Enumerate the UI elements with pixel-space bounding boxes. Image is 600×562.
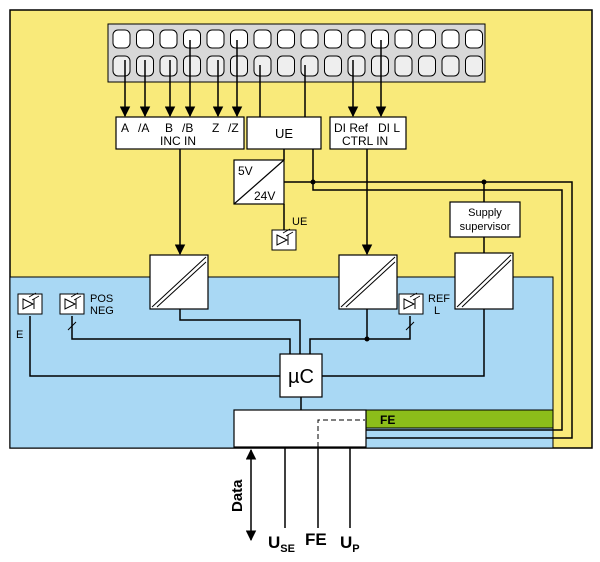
terminal-bottom: [277, 55, 295, 77]
terminal-top: [183, 29, 201, 49]
external-connections: [245, 447, 351, 542]
terminal-bottom: [183, 55, 201, 77]
inc-in-caption: INC IN: [160, 134, 196, 148]
inc-signal-nb: /B: [182, 121, 193, 135]
ue-block-label: UE: [275, 126, 293, 141]
terminal-wires: [119, 40, 387, 118]
up-label: UP: [340, 533, 360, 555]
ue-led-label: UE: [292, 216, 307, 228]
ctrl-in-block: [329, 116, 407, 150]
fe-bar-label: FE: [380, 413, 395, 427]
microcontroller-label: µC: [288, 366, 314, 388]
terminal-top: [159, 29, 178, 49]
terminal-bottom: [230, 55, 248, 77]
inc-in-block: [115, 116, 245, 150]
terminal-top: [230, 29, 248, 49]
terminal-top: [465, 29, 483, 49]
terminal-bottom: [112, 55, 131, 77]
terminal-top: [347, 29, 366, 49]
supply-wiring: [283, 149, 573, 439]
l-label: L: [434, 305, 440, 317]
neg-label: NEG: [90, 305, 114, 317]
isolator-ctrl: [338, 254, 398, 310]
converter-out-label: 24V: [254, 189, 275, 203]
terminal-top: [136, 29, 154, 49]
inc-signal-z: Z: [212, 121, 219, 135]
microcontroller: [279, 353, 323, 398]
terminal-bottom: [300, 55, 319, 77]
data-label: Data: [229, 479, 246, 512]
terminal-top: [206, 29, 225, 49]
supervisor-line2: supervisor: [460, 221, 511, 233]
supply-supervisor: [449, 201, 521, 238]
isolator-supply: [454, 252, 514, 310]
terminal-top: [394, 29, 413, 49]
e-led-label: E: [16, 329, 23, 341]
ue-led: [271, 228, 297, 251]
isolator-inc: [149, 254, 209, 310]
bus-interface: [233, 409, 367, 448]
terminal-bottom: [441, 55, 460, 77]
terminal-top: [441, 29, 460, 49]
fe-label: FE: [305, 530, 327, 549]
terminal-top: [112, 29, 131, 49]
e-led: [17, 292, 43, 315]
terminal-bottom: [465, 55, 483, 77]
pos-neg-led: [59, 292, 85, 331]
terminal-bottom: [347, 55, 366, 77]
inc-signal-na: /A: [138, 121, 149, 135]
ue-block: [246, 116, 322, 150]
ctrl-signal-di-ref: DI Ref: [334, 121, 369, 135]
supervisor-line1: Supply: [468, 207, 502, 219]
use-label: USE: [268, 533, 295, 555]
terminal-top: [300, 29, 319, 49]
logic-wiring: [29, 309, 485, 410]
terminal-bottom: [371, 55, 389, 77]
terminal-bottom: [324, 55, 342, 77]
inc-signal-b: B: [165, 121, 173, 135]
inc-signal-nz: /Z: [228, 121, 239, 135]
ref-l-led: [398, 292, 424, 331]
ctrl-in-caption: CTRL IN: [342, 134, 388, 148]
terminal-bottom: [394, 55, 413, 77]
terminal-bottom: [253, 55, 272, 77]
terminal-top: [324, 29, 342, 49]
ctrl-signal-di-l: DI L: [378, 121, 400, 135]
converter-in-label: 5V: [238, 164, 253, 178]
terminal-bottom: [159, 55, 178, 77]
terminal-bottom: [206, 55, 225, 77]
pos-label: POS: [90, 293, 113, 305]
terminal-top: [371, 29, 389, 49]
ref-label: REF: [428, 293, 450, 305]
terminal-bottom: [418, 55, 436, 77]
terminal-top: [277, 29, 295, 49]
terminal-strip: [107, 23, 486, 83]
inc-signal-a: A: [121, 121, 129, 135]
terminal-top: [418, 29, 436, 49]
terminal-top: [253, 29, 272, 49]
